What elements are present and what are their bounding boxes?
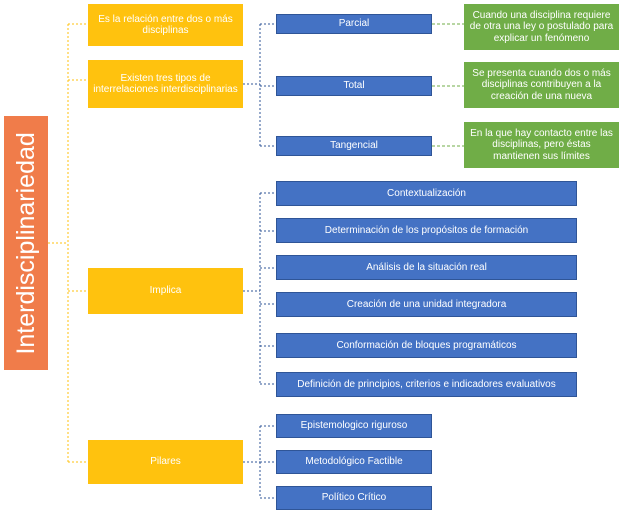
- implica-item: Definición de principios, criterios e in…: [276, 372, 577, 397]
- tipo-total-description: Se presenta cuando dos o más disciplinas…: [464, 62, 619, 108]
- tipo-total-label: Total: [343, 80, 365, 92]
- implica-item-label: Creación de una unidad integradora: [346, 298, 507, 310]
- implica-item-label: Conformación de bloques programáticos: [336, 339, 517, 351]
- pilar-item-label: Político Crítico: [321, 492, 387, 504]
- tipo-parcial-description-text: Cuando una disciplina requiere de otra u…: [469, 9, 614, 44]
- tipo-tangencial: Tangencial: [276, 136, 432, 156]
- implica-item: Análisis de la situación real: [276, 255, 577, 280]
- pilar-item: Epistemologico riguroso: [276, 414, 432, 438]
- implica-item-label: Determinación de los propósitos de forma…: [324, 224, 529, 236]
- implica-item-label: Contextualización: [387, 187, 466, 199]
- tipo-total: Total: [276, 76, 432, 96]
- tipo-total-description-text: Se presenta cuando dos o más disciplinas…: [472, 67, 611, 102]
- implica-item-label: Definición de principios, criterios e in…: [297, 378, 556, 390]
- tipo-tangencial-label: Tangencial: [330, 140, 378, 152]
- tipo-parcial-label: Parcial: [338, 18, 370, 30]
- root-label: Interdisciplinariedad: [11, 131, 40, 355]
- pilar-item: Político Crítico: [276, 486, 432, 510]
- implica-item: Conformación de bloques programáticos: [276, 333, 577, 358]
- branch-implica-label: Implica: [149, 285, 182, 297]
- pilar-item-label: Metodológico Factible: [305, 456, 403, 468]
- pilar-item-label: Epistemologico riguroso: [300, 420, 408, 432]
- branch-pilares-label: Pilares: [150, 456, 181, 468]
- branch-relacion-label: Es la relación entre dos o más disciplin…: [98, 13, 233, 37]
- tipo-parcial: Parcial: [276, 14, 432, 34]
- implica-item: Creación de una unidad integradora: [276, 292, 577, 317]
- pilar-item: Metodológico Factible: [276, 450, 432, 474]
- branch-relacion: Es la relación entre dos o más disciplin…: [88, 4, 243, 46]
- implica-item: Determinación de los propósitos de forma…: [276, 218, 577, 243]
- branch-tipos: Existen tres tipos de interrelaciones in…: [88, 60, 243, 108]
- tipo-parcial-description: Cuando una disciplina requiere de otra u…: [464, 4, 619, 50]
- tipo-tangencial-description-text: En la que hay contacto entre las discipl…: [470, 127, 613, 162]
- root-node: Interdisciplinariedad: [4, 116, 48, 370]
- implica-item-label: Análisis de la situación real: [366, 261, 487, 273]
- implica-item: Contextualización: [276, 181, 577, 206]
- branch-implica: Implica: [88, 268, 243, 314]
- branch-tipos-label: Existen tres tipos de interrelaciones in…: [93, 72, 238, 96]
- branch-pilares: Pilares: [88, 440, 243, 484]
- tipo-tangencial-description: En la que hay contacto entre las discipl…: [464, 122, 619, 168]
